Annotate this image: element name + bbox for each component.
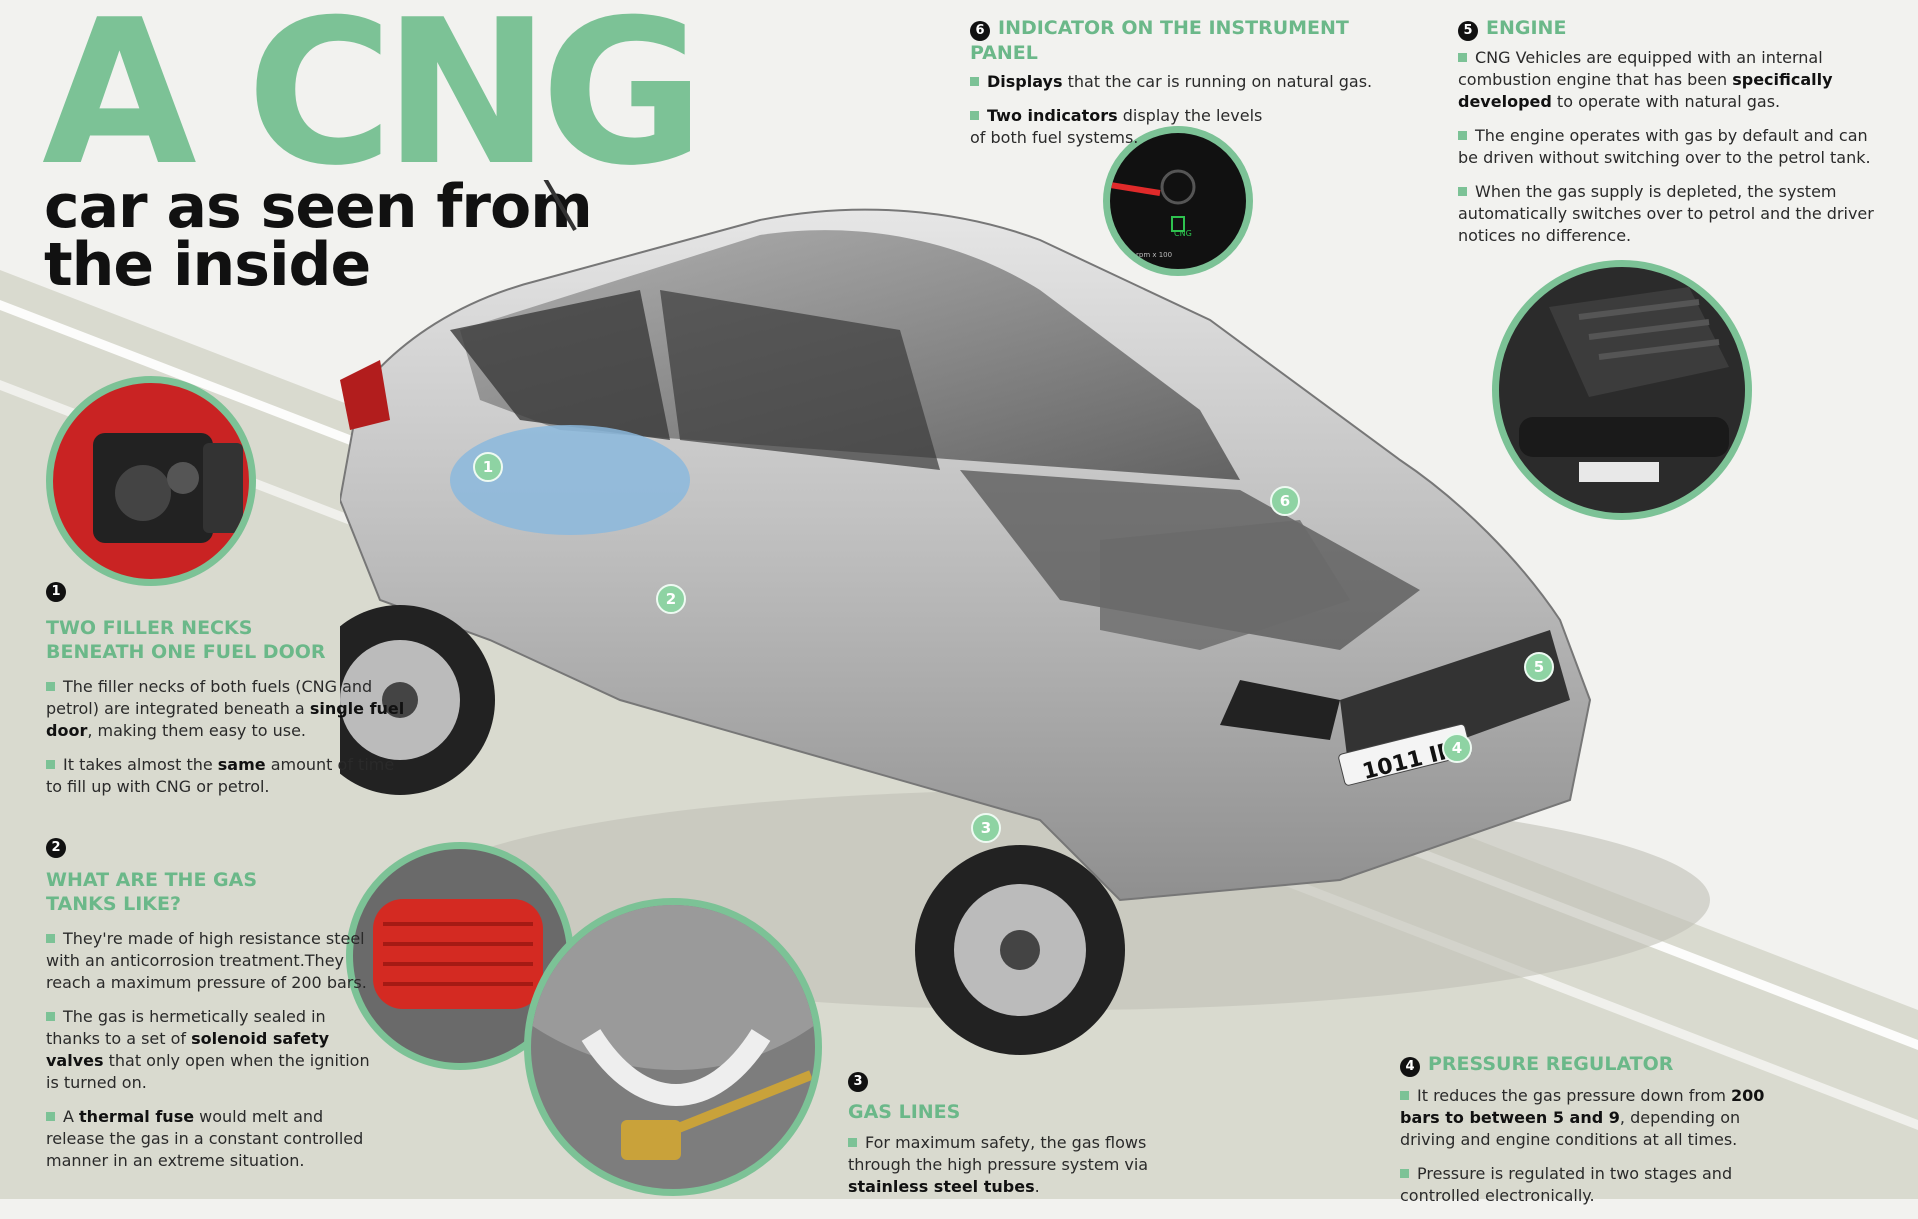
instrument-panel-inset: CNG rpm x 100 <box>1103 126 1253 276</box>
section-5-heading: ENGINE <box>1486 17 1567 39</box>
section-4: 4 PRESSURE REGULATOR It reduces the gas p… <box>1400 1052 1800 1219</box>
section-3-heading: GAS LINES <box>848 1101 961 1123</box>
subtitle-line1: car as seen from <box>44 172 593 242</box>
subtitle-line2: the inside <box>44 230 371 300</box>
section-5: 5 ENGINE CNG Vehicles are equipped with a… <box>1458 16 1886 259</box>
section-4-para-2: Pressure is regulated in two stages and … <box>1400 1164 1733 1205</box>
gauge-scale-label: rpm x 100 <box>1136 251 1173 259</box>
gas-valve-image <box>531 905 815 1160</box>
engine-inset <box>1492 260 1752 520</box>
section-1-heading-line2: BENEATH ONE FUEL DOOR <box>46 641 326 663</box>
section-1-heading: TWO FILLER NECKS BENEATH ONE FUEL DOOR <box>46 616 406 664</box>
section-2-para-2: The gas is hermetically sealed in thanks… <box>46 1007 370 1092</box>
section-3: 3 GAS LINES For maximum safety, the gas … <box>848 1070 1158 1210</box>
section-2-number: 2 <box>46 838 66 858</box>
car-illustration: 1011 IFR <box>340 180 1710 1055</box>
section-4-heading: PRESSURE REGULATOR <box>1428 1053 1674 1075</box>
section-1-para-1: The filler necks of both fuels (CNG and … <box>46 677 405 740</box>
gas-tank-red-image <box>373 899 543 1009</box>
section-3-number: 3 <box>848 1072 868 1092</box>
section-3-para-1: For maximum safety, the gas flows throug… <box>848 1133 1149 1196</box>
section-6-para-2: Two indicators display the levels of bot… <box>970 106 1263 147</box>
section-1: 1 TWO FILLER NECKS BENEATH ONE FUEL DOOR… <box>46 580 406 810</box>
car-badge-2: 2 <box>656 584 686 614</box>
section-2-heading: WHAT ARE THE GAS TANKS LIKE? <box>46 868 376 916</box>
gauge-cng-label: CNG <box>1174 229 1192 238</box>
section-6-heading: INDICATOR ON THE INSTRUMENT PANEL <box>970 17 1349 64</box>
fuel-door-image <box>93 433 243 543</box>
gas-tank-inset-2 <box>524 898 822 1196</box>
section-6-number: 6 <box>970 21 990 41</box>
section-2-heading-line1: WHAT ARE THE GAS <box>46 869 258 891</box>
section-4-heading-row: 4 PRESSURE REGULATOR <box>1400 1052 1800 1077</box>
section-5-para-3: When the gas supply is depleted, the sys… <box>1458 182 1874 245</box>
fuel-door-inset <box>46 376 256 586</box>
car-badge-5: 5 <box>1524 652 1554 682</box>
section-5-heading-row: 5 ENGINE <box>1458 16 1886 41</box>
car-badge-6: 6 <box>1270 486 1300 516</box>
main-title: A CNG <box>42 0 705 210</box>
gauge-image <box>1110 169 1196 232</box>
section-5-para-2: The engine operates with gas by default … <box>1458 126 1871 167</box>
section-4-para-1: It reduces the gas pressure down from 20… <box>1400 1086 1765 1149</box>
section-2-heading-line2: TANKS LIKE? <box>46 893 182 915</box>
section-1-number: 1 <box>46 582 66 602</box>
section-1-heading-line1: TWO FILLER NECKS <box>46 617 253 639</box>
section-4-number: 4 <box>1400 1057 1420 1077</box>
car-badge-4: 4 <box>1442 733 1472 763</box>
car-badge-1: 1 <box>473 452 503 482</box>
section-2-para-3: A thermal fuse would melt and release th… <box>46 1107 364 1170</box>
section-6-para-1: Displays that the car is running on natu… <box>970 71 1420 93</box>
car-badge-3: 3 <box>971 813 1001 843</box>
engine-image <box>1519 287 1729 482</box>
subtitle: car as seen from the inside <box>44 172 593 300</box>
section-5-number: 5 <box>1458 21 1478 41</box>
section-1-para-2: It takes almost the same amount of time … <box>46 755 395 796</box>
section-2-para-1: They're made of high resistance steel wi… <box>46 929 367 992</box>
section-2: 2 WHAT ARE THE GAS TANKS LIKE? They're m… <box>46 836 376 1184</box>
section-5-para-1: CNG Vehicles are equipped with an intern… <box>1458 48 1833 111</box>
